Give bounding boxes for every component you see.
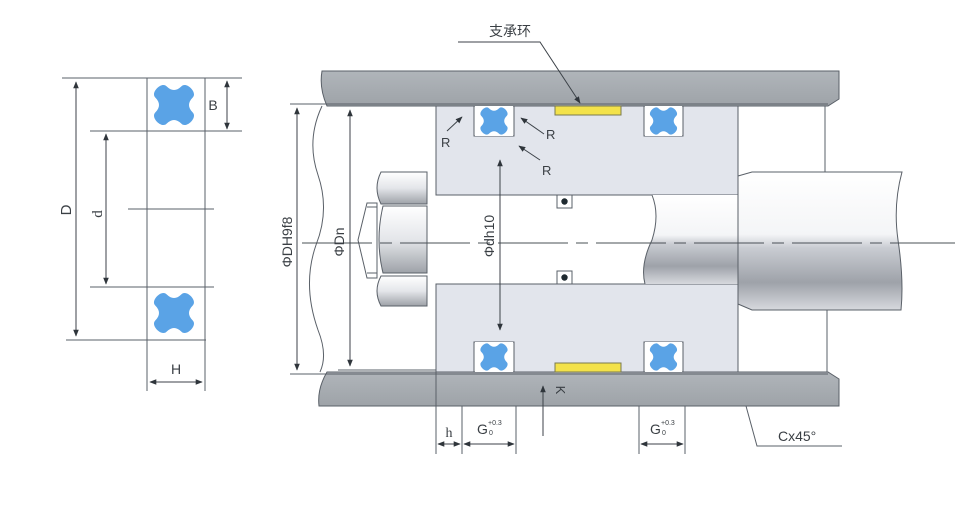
support-ring-callout-label: 支承环 xyxy=(489,23,531,39)
nut xyxy=(357,171,428,307)
chamfer-label: Cx45° xyxy=(778,428,816,444)
groove-diameter-label: Φdh10 xyxy=(481,215,497,258)
dimension-B-label: B xyxy=(208,97,217,113)
piston-rod xyxy=(737,171,903,311)
assembly-view: 支承环 R R R ΦDH9f8 ΦDn Φdh10 K h xyxy=(279,23,955,454)
groove-width-symbol: G xyxy=(650,421,661,437)
seal-cross-section-top xyxy=(153,84,195,126)
groove-width-label-2: G +0.3 0 xyxy=(650,420,675,437)
o-ring xyxy=(561,274,568,281)
seal-cross-section-bottom xyxy=(153,292,195,334)
x-ring-seal xyxy=(480,343,508,371)
bore-diameter-label: ΦDH9f8 xyxy=(279,216,295,267)
support-ring-top xyxy=(554,105,622,116)
groove-width-symbol: G xyxy=(477,421,488,437)
break-line xyxy=(309,105,325,373)
groove-width-lower-tolerance: 0 xyxy=(662,430,666,437)
edge-distance-label: h xyxy=(446,426,453,441)
piston-rod-inner xyxy=(643,195,738,284)
groove-width-lower-tolerance: 0 xyxy=(489,430,493,437)
rod-break-line xyxy=(643,194,657,285)
o-ring xyxy=(561,198,568,205)
radius-leader xyxy=(446,116,463,132)
chamfer-callout-leader xyxy=(745,405,842,447)
radius-label-1: R xyxy=(441,135,450,150)
nominal-diameter-label: ΦDn xyxy=(331,227,347,256)
dimension-d-label: d xyxy=(90,210,106,218)
radius-leader xyxy=(520,117,545,135)
radius-leader xyxy=(518,145,541,161)
x-ring-seal xyxy=(649,107,678,135)
piston-lower-half xyxy=(435,283,739,373)
groove-width-upper-tolerance: +0.3 xyxy=(488,420,502,427)
groove-width-label-1: G +0.3 0 xyxy=(477,420,502,437)
support-ring-bottom xyxy=(554,362,622,373)
dimension-D-label: D xyxy=(58,204,75,215)
cylinder-wall-top xyxy=(320,70,840,107)
support-ring-callout-leader xyxy=(458,41,581,104)
gap-label: K xyxy=(553,386,568,395)
x-ring-seal xyxy=(649,343,678,371)
x-ring-seal xyxy=(480,107,508,135)
dimension-H-label: H xyxy=(171,361,181,377)
radius-label-2: R xyxy=(546,127,555,142)
seal-section-view: D d B H xyxy=(58,77,242,391)
cylinder-wall-bottom xyxy=(318,371,840,407)
radius-label-3: R xyxy=(542,163,551,178)
groove-width-upper-tolerance: +0.3 xyxy=(661,420,675,427)
